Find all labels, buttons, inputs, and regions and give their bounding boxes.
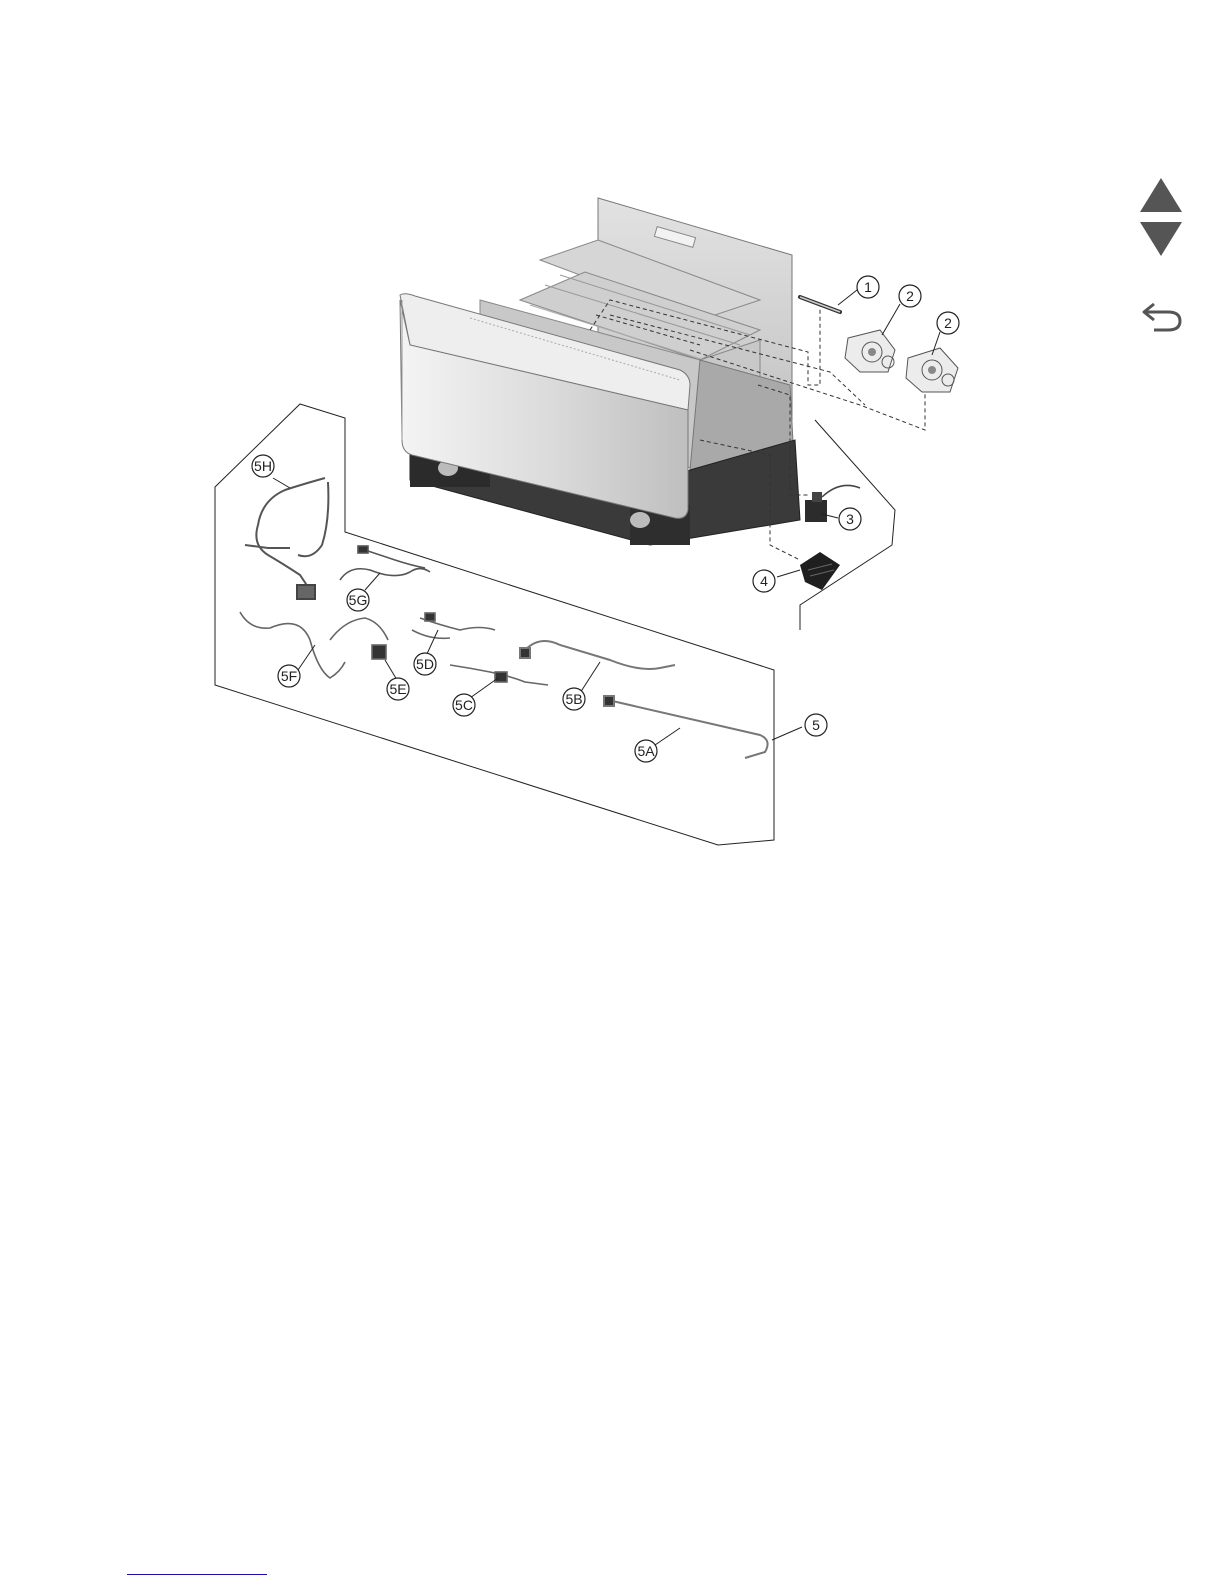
svg-text:1: 1 bbox=[864, 279, 872, 295]
svg-text:5C: 5C bbox=[455, 697, 473, 713]
harness-5A bbox=[604, 696, 768, 758]
callout-5E: 5E bbox=[387, 678, 409, 700]
callout-5H: 5H bbox=[252, 455, 274, 477]
callout-5C: 5C bbox=[453, 694, 475, 716]
svg-text:2: 2 bbox=[944, 315, 952, 331]
svg-text:4: 4 bbox=[760, 573, 768, 589]
part-4-connector bbox=[800, 552, 840, 590]
tray-cabinet bbox=[400, 198, 800, 545]
harness-5D bbox=[412, 613, 495, 638]
callout-5A: 5A bbox=[635, 740, 657, 762]
harness-5F bbox=[240, 612, 388, 678]
svg-text:5D: 5D bbox=[416, 656, 434, 672]
svg-text:5G: 5G bbox=[349, 592, 368, 608]
harness-5G bbox=[340, 546, 430, 580]
svg-text:5A: 5A bbox=[637, 743, 655, 759]
svg-text:5: 5 bbox=[812, 717, 820, 733]
callout-5D: 5D bbox=[414, 653, 436, 675]
callout-5: 5 bbox=[805, 714, 827, 736]
svg-text:3: 3 bbox=[846, 511, 854, 527]
harness-5H bbox=[245, 478, 328, 599]
part-1-actuator bbox=[800, 297, 840, 312]
nav-up-icon[interactable] bbox=[1138, 176, 1184, 214]
callout-5F: 5F bbox=[278, 665, 300, 687]
svg-text:5F: 5F bbox=[281, 668, 297, 684]
callout-3: 3 bbox=[839, 508, 861, 530]
footer-link[interactable] bbox=[127, 1556, 267, 1575]
part-2-gear-assembly-a bbox=[845, 330, 895, 372]
callout-5B: 5B bbox=[563, 688, 585, 710]
callout-2a: 2 bbox=[899, 285, 921, 307]
callout-5G: 5G bbox=[347, 589, 369, 611]
svg-text:2: 2 bbox=[906, 288, 914, 304]
svg-text:5B: 5B bbox=[565, 691, 582, 707]
svg-text:5H: 5H bbox=[254, 458, 272, 474]
svg-text:5E: 5E bbox=[389, 681, 406, 697]
back-return-icon[interactable] bbox=[1140, 298, 1186, 334]
nav-down-icon[interactable] bbox=[1138, 220, 1184, 258]
callout-1: 1 bbox=[857, 276, 879, 298]
callout-2b: 2 bbox=[937, 312, 959, 334]
harness-5C bbox=[450, 665, 548, 685]
callout-4: 4 bbox=[753, 570, 775, 592]
harness-5B bbox=[520, 641, 675, 669]
